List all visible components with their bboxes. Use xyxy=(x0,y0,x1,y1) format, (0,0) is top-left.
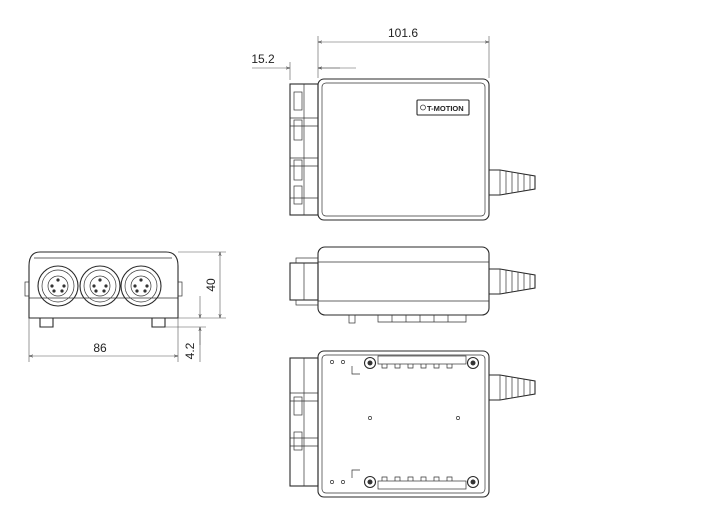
circular-connector-2 xyxy=(79,265,121,307)
bottom-view-connectors xyxy=(289,357,319,487)
dimension-label-protrusion: 15.2 xyxy=(251,52,275,66)
circular-connector-3 xyxy=(120,265,162,307)
side-view-terminal-teeth xyxy=(348,314,467,324)
dimension-label-length: 101.6 xyxy=(388,26,418,40)
dimension-overall-length: 101.6 xyxy=(317,26,490,78)
terminal-strip-top xyxy=(377,355,467,369)
dimension-label-foot: 4.2 xyxy=(183,342,197,359)
circular-connector-1 xyxy=(37,265,79,307)
side-view-body xyxy=(317,246,490,316)
side-view-connector xyxy=(289,257,319,306)
side-view xyxy=(289,246,536,324)
terminal-strip-bottom xyxy=(377,476,467,490)
bottom-view-body xyxy=(317,350,490,498)
side-view-cable xyxy=(489,268,536,295)
small-holes xyxy=(330,360,460,484)
dimension-foot-height: 4.2 xyxy=(165,296,206,362)
dimension-height: 40 xyxy=(178,251,226,319)
dimension-label-width: 86 xyxy=(93,341,107,355)
brand-logo: T-MOTION xyxy=(416,99,470,116)
bottom-view-cable xyxy=(489,374,536,401)
front-view: 40 4.2 86 xyxy=(24,251,226,362)
dimension-label-height: 40 xyxy=(204,278,218,292)
top-view-connectors xyxy=(289,83,319,216)
bottom-view xyxy=(289,350,536,498)
logo-text: T-MOTION xyxy=(427,104,464,113)
dimension-width: 86 xyxy=(28,318,179,362)
front-view-feet xyxy=(39,318,166,328)
top-view-cable xyxy=(489,169,536,196)
dimension-connector-protrusion: 15.2 xyxy=(251,52,356,80)
top-view: 101.6 15.2 xyxy=(251,26,536,221)
mounting-screws xyxy=(363,356,480,489)
